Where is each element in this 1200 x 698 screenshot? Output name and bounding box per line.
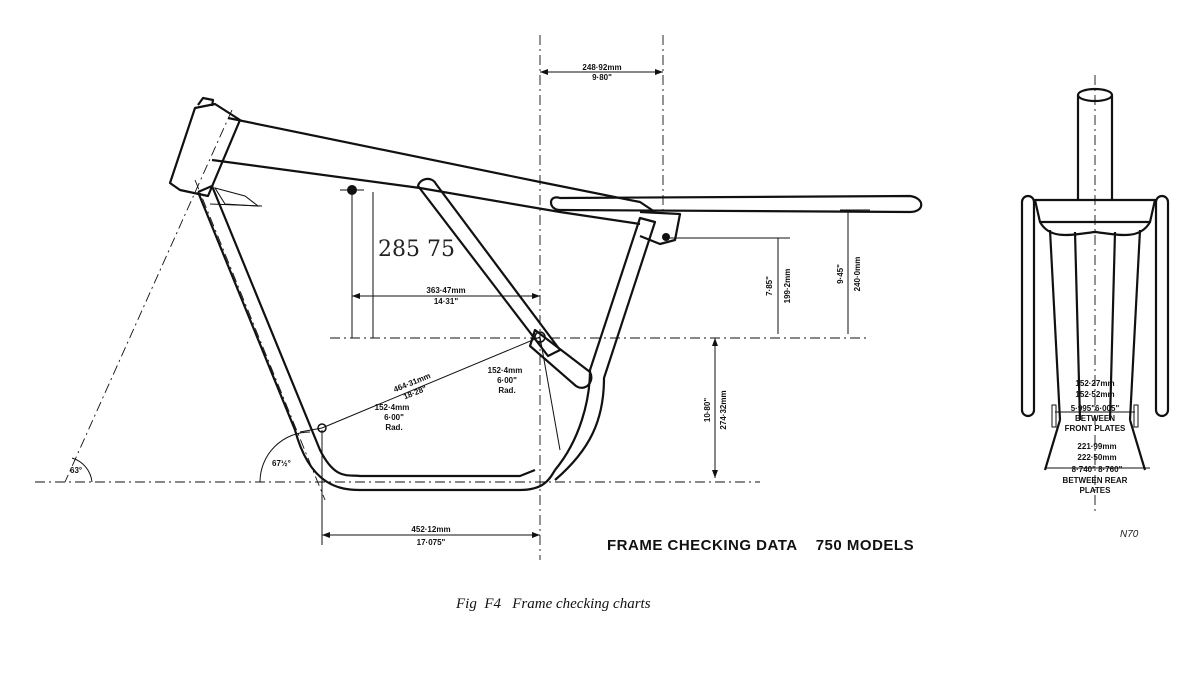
pivot-lug: [528, 328, 593, 389]
rear-label-front-1: BETWEEN: [1075, 414, 1115, 423]
side-view-labels: 248·92mm 9·80" 285 75 363·47mm 14·31" 7·…: [70, 63, 862, 547]
rear-view-right-shock: [1154, 194, 1170, 418]
seat-rail: [549, 194, 923, 214]
label-height-in: 10·80": [703, 398, 712, 422]
rear-label-3: 5·995"6·005": [1071, 404, 1120, 413]
diagonal-brace: [416, 177, 562, 358]
label-rear-small-mm: 199·2mm: [783, 269, 792, 304]
label-rear-rad-mm: 152·4mm: [488, 366, 523, 375]
label-rear-rad: Rad.: [498, 386, 515, 395]
rear-label-rear-2: PLATES: [1080, 486, 1112, 495]
mount-point-pivot: [534, 331, 546, 343]
side-view-frame: [35, 35, 923, 560]
rear-label-rear-1: BETWEEN REAR: [1063, 476, 1128, 485]
rear-label-front-2: FRONT PLATES: [1065, 424, 1126, 433]
dim-diagonal-line: [321, 336, 541, 429]
steering-axis-line: [64, 109, 233, 483]
label-head-angle: 63°: [70, 466, 82, 475]
label-bottom-mm: 452·12mm: [411, 525, 450, 534]
rear-view-inner-tubes: [1043, 229, 1147, 471]
head-angle-arc: [71, 457, 93, 483]
top-tube: [227, 116, 656, 213]
label-top-mm: 248·92mm: [582, 63, 621, 72]
label-mid-in: 14·31": [434, 297, 458, 306]
dim-front-radius-line: [299, 427, 323, 433]
label-rear-small-in: 7·85": [765, 276, 774, 296]
downtube-axis-line: [194, 179, 326, 501]
gusset-line: [209, 203, 263, 207]
rear-view-front-plate-left: [1051, 404, 1057, 428]
rear-loop-bracket: [639, 210, 682, 246]
headstock: [168, 102, 242, 198]
seat-tube: [554, 216, 657, 481]
rear-view-frame: [1020, 75, 1170, 515]
label-front-rad-mm: 152·4mm: [375, 403, 410, 412]
rear-label-2: 152·52mm: [1075, 390, 1114, 399]
label-handwritten: 285 75: [378, 237, 455, 262]
mount-point-rear: [662, 233, 670, 241]
rear-view-arch: [1039, 221, 1151, 237]
label-front-rad: Rad.: [385, 423, 402, 432]
rear-label-4: 221·99mm: [1077, 442, 1116, 451]
top-tube-lower: [211, 158, 641, 226]
figure-code: N70: [1120, 529, 1139, 540]
label-mid-mm: 363·47mm: [426, 286, 465, 295]
label-bottom-in: 17·075": [417, 538, 446, 547]
label-height-mm: 274·32mm: [719, 390, 728, 429]
rear-view-labels: 152·27mm 152·52mm 5·995"6·005" BETWEEN F…: [1063, 379, 1139, 540]
label-rear-rad-in: 6·00": [497, 376, 517, 385]
figure-title: FRAME CHECKING DATA 750 MODELS: [607, 537, 914, 554]
rear-view-top-tube-end: [1076, 87, 1114, 103]
label-top-in: 9·80": [592, 73, 612, 82]
label-downtube-angle: 67½°: [272, 459, 291, 468]
down-tube: [196, 184, 556, 492]
rear-label-6: 8·740" 8·760": [1072, 465, 1123, 474]
rear-view-left-shock: [1020, 194, 1036, 418]
rear-label-5: 222·50mm: [1077, 453, 1116, 462]
side-view-dimensions: [299, 69, 870, 545]
rear-label-1: 152·27mm: [1075, 379, 1114, 388]
headstock-cap: [197, 96, 215, 107]
downtube-angle-arc: [259, 431, 311, 483]
rear-view-top-tube: [1076, 95, 1114, 200]
rear-view-front-plate-right: [1133, 404, 1139, 428]
dim-rear-radius-line: [539, 336, 561, 451]
figure-caption: Fig F4 Frame checking charts: [455, 596, 651, 612]
label-front-rad-in: 6·00": [384, 413, 404, 422]
label-rear-big-in: 9·45": [836, 264, 845, 284]
headstock-gusset: [213, 187, 260, 207]
label-rear-big-mm: 240·0mm: [853, 257, 862, 292]
